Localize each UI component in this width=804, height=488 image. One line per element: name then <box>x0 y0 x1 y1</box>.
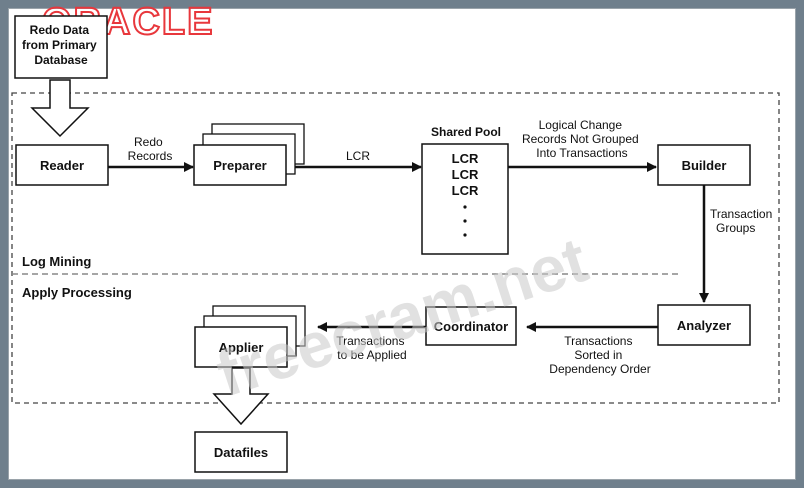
coordinator-box <box>425 306 517 346</box>
process-boundary <box>11 92 780 404</box>
preparer-box <box>193 144 287 186</box>
coordinator-label: Coordinator <box>434 319 508 334</box>
label-redo-records-line-1: Redo <box>134 135 163 149</box>
label-transactions-sorted: Transactions Sorted in Dependency Order <box>549 334 650 376</box>
analyzer-box <box>657 304 751 346</box>
datafiles-label: Datafiles <box>214 445 268 460</box>
redo-source-line-2: from Primary <box>22 38 97 52</box>
redo-source-box <box>14 15 108 79</box>
section-label-log-mining: Log Mining <box>22 254 91 269</box>
diagram-frame <box>8 8 796 480</box>
section-label-apply-processing: Apply Processing <box>22 285 132 300</box>
label-transactions-applied-line-1: Transactions <box>336 334 404 348</box>
label-logical-change-line-1: Logical Change <box>539 118 623 132</box>
redo-source-line-3: Database <box>34 53 88 67</box>
shared-pool-lcr-2: LCR <box>452 167 479 182</box>
label-transaction-groups-line-1: Transaction <box>710 207 772 221</box>
label-transactions-applied-line-2: to be Applied <box>337 348 406 362</box>
label-transactions-sorted-line-2: Sorted in <box>574 348 622 362</box>
analyzer-label: Analyzer <box>677 318 731 333</box>
label-transactions-applied: Transactions to be Applied <box>336 334 408 362</box>
label-logical-change-line-3: Into Transactions <box>536 146 627 160</box>
label-logical-change-records: Logical Change Records Not Grouped Into … <box>522 118 642 160</box>
applier-to-datafiles-block-arrow <box>212 367 270 426</box>
preparer-label: Preparer <box>213 158 266 173</box>
source-to-reader-block-arrow <box>30 79 90 138</box>
shared-pool-ellipsis-dot <box>463 219 467 223</box>
label-redo-records-line-2: Records <box>128 149 173 163</box>
redo-source-line-1: Redo Data <box>30 23 90 37</box>
label-transactions-sorted-line-1: Transactions <box>564 334 632 348</box>
redo-source-label: Redo Data from Primary Database <box>22 23 100 67</box>
reader-box <box>15 144 109 186</box>
shared-pool-title: Shared Pool <box>431 125 501 139</box>
applier-label: Applier <box>219 340 264 355</box>
applier-box <box>194 326 288 368</box>
label-lcr-arrow: LCR <box>346 149 370 163</box>
reader-label: Reader <box>40 158 84 173</box>
label-logical-change-line-2: Records Not Grouped <box>522 132 639 146</box>
shared-pool-ellipsis-dot <box>463 233 467 237</box>
datafiles-box <box>194 431 288 473</box>
builder-label: Builder <box>682 158 727 173</box>
shared-pool-ellipsis-dot <box>463 205 467 209</box>
label-redo-records: Redo Records <box>128 135 173 163</box>
shared-pool-lcr-3: LCR <box>452 183 479 198</box>
label-transaction-groups-line-2: Groups <box>716 221 755 235</box>
label-transactions-sorted-line-3: Dependency Order <box>549 362 650 376</box>
shared-pool-lcr-1: LCR <box>452 151 479 166</box>
label-transaction-groups: Transaction Groups <box>710 207 776 235</box>
